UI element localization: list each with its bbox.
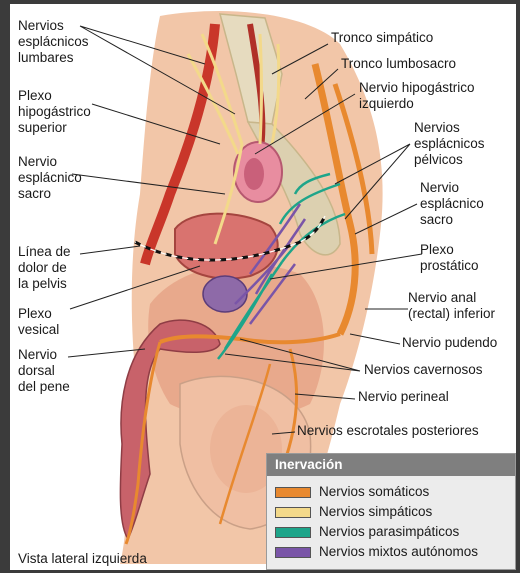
rectum-lumen — [244, 158, 264, 190]
label-lumbar-splanchnic-nerves: Nervios esplácnicos lumbares — [18, 18, 89, 66]
legend-label: Nervios somáticos — [319, 483, 429, 500]
label-left-hypogastric-nerve: Nervio hipogástrico izquierdo — [359, 80, 475, 112]
legend-swatch-mixed-autonomic — [275, 547, 311, 558]
figure-caption: Vista lateral izquierda — [18, 551, 147, 566]
label-vesical-plexus: Plexo vesical — [18, 306, 59, 338]
leader-pain-line — [80, 246, 140, 254]
label-inferior-anal-nerve: Nervio anal (rectal) inferior — [408, 290, 495, 322]
label-pelvic-splanchnic-nerves: Nervios esplácnicos pélvicos — [414, 120, 485, 168]
label-pudendal-nerve: Nervio pudendo — [402, 335, 497, 351]
legend-swatch-somatic — [275, 487, 311, 498]
legend-swatch-sympathetic — [275, 507, 311, 518]
legend-title: Inervación — [267, 454, 515, 476]
label-lumbosacral-trunk: Tronco lumbosacro — [341, 56, 456, 72]
prostate — [203, 276, 247, 312]
label-prostatic-plexus: Plexo prostático — [420, 242, 479, 274]
legend-box: Inervación Nervios somáticos Nervios sim… — [266, 453, 516, 570]
label-sacral-splanchnic-nerve-left: Nervio esplácnico sacro — [18, 154, 82, 202]
label-sympathetic-trunk: Tronco simpático — [331, 30, 433, 46]
legend-swatch-parasympathetic — [275, 527, 311, 538]
label-superior-hypogastric-plexus: Plexo hipogástrico superior — [18, 88, 91, 136]
legend-label: Nervios mixtos autónomos — [319, 543, 478, 560]
legend-label: Nervios simpáticos — [319, 503, 432, 520]
legend-label: Nervios parasimpáticos — [319, 523, 459, 540]
figure-panel: Nervios esplácnicos lumbares Plexo hipog… — [10, 4, 516, 570]
label-sacral-splanchnic-nerve-right: Nervio esplácnico sacro — [420, 180, 484, 228]
label-pelvic-pain-line: Línea de dolor de la pelvis — [18, 244, 71, 292]
leader-dorsal — [68, 349, 145, 357]
label-perineal-nerve: Nervio perineal — [358, 389, 449, 405]
label-posterior-scrotal-nerves: Nervios escrotales posteriores — [297, 423, 479, 439]
label-dorsal-penile-nerve: Nervio dorsal del pene — [18, 347, 70, 395]
label-cavernous-nerves: Nervios cavernosos — [364, 362, 483, 378]
